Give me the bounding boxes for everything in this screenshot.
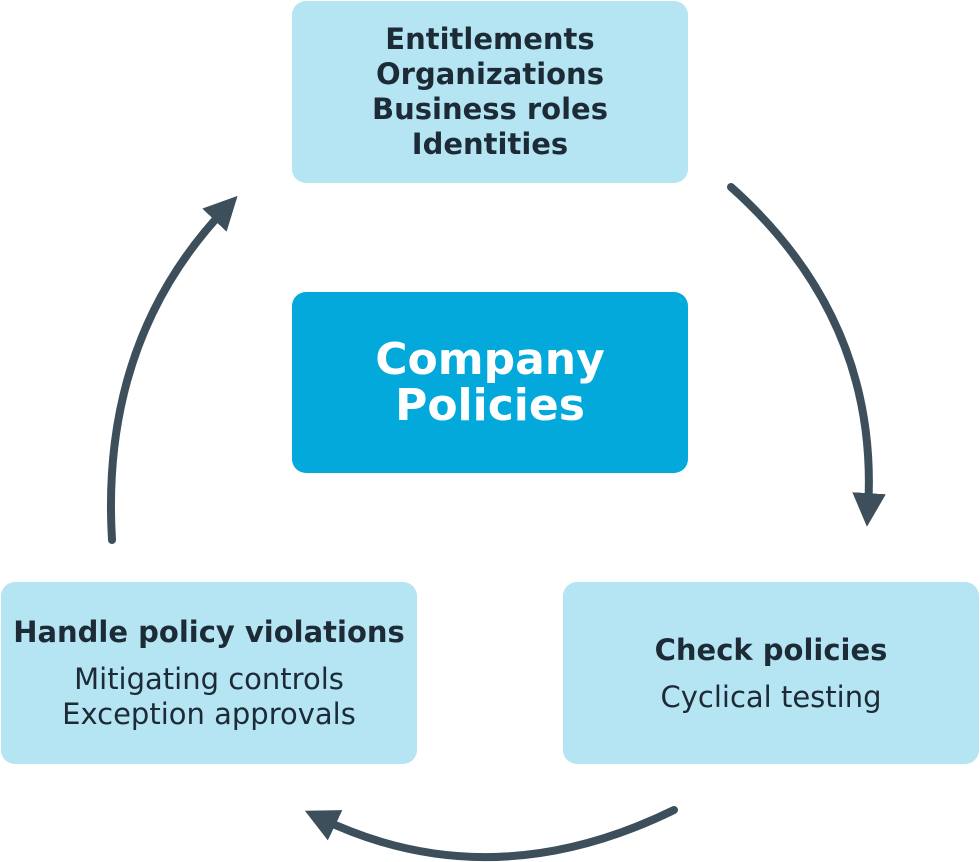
arrow-left-to-top <box>106 195 238 544</box>
handle-violations-line: Mitigating controls <box>74 662 344 696</box>
handle-violations-line: Exception approvals <box>62 697 356 731</box>
handle-violations-heading: Handle policy violations <box>13 615 405 649</box>
check-policies-box: Check policies Cyclical testing <box>563 582 979 764</box>
entities-line: Business roles <box>372 92 608 126</box>
check-policies-heading: Check policies <box>654 632 888 667</box>
entities-box: Entitlements Organizations Business role… <box>292 1 688 183</box>
company-policies-box: Company Policies <box>292 292 688 473</box>
center-title-line: Company <box>375 333 605 385</box>
entities-line: Organizations <box>376 57 604 91</box>
check-policies-line: Cyclical testing <box>660 679 882 714</box>
handle-violations-box: Handle policy violations Mitigating cont… <box>1 582 417 764</box>
entities-line: Identities <box>411 127 569 161</box>
entities-line: Entitlements <box>385 22 595 56</box>
center-title-line: Policies <box>395 379 585 431</box>
arrow-top-to-right <box>727 183 886 527</box>
arrow-right-to-left <box>304 806 678 861</box>
